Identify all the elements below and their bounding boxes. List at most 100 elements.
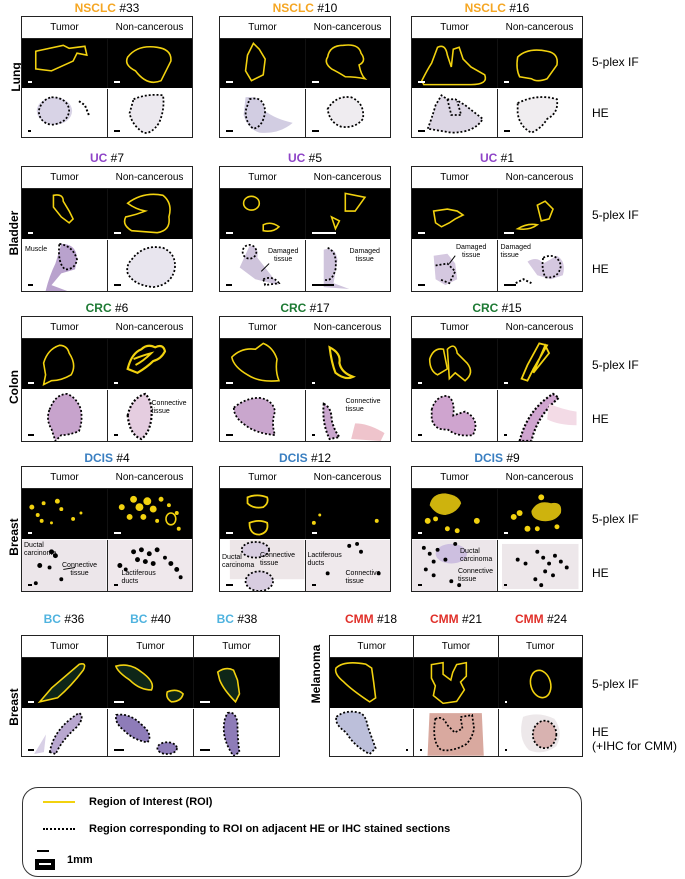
cancer-abbr: CMM — [514, 612, 544, 626]
if-image-tumor — [22, 39, 107, 88]
if-image-non-cancerous — [106, 39, 193, 88]
scale-bar-icon — [311, 81, 319, 83]
he-image-non-cancerous: Lactiferous ducts — [106, 540, 193, 591]
dotted-line-icon — [43, 828, 75, 831]
column-label-tumor: Tumor — [50, 641, 79, 652]
annotation-connective-tissue: Connective tissue — [151, 400, 187, 415]
panel-title-bc-40: BC #40 — [107, 612, 194, 626]
scale-bar-icon — [311, 584, 316, 586]
case-id: #21 — [461, 612, 483, 626]
cancer-abbr: CMM — [344, 612, 374, 626]
if-image-row — [22, 489, 192, 539]
panel-title-cmm-18: CMM #18 — [329, 612, 413, 626]
scale-bar-icon — [35, 848, 55, 872]
if-image-non-cancerous — [304, 489, 391, 539]
column-label-non-cancerous: Non-cancerous — [313, 22, 382, 33]
if-image-non-cancerous — [496, 189, 583, 239]
if-image-non-cancerous — [304, 39, 391, 88]
if-image-non-cancerous — [496, 489, 583, 539]
scale-bar-icon — [311, 130, 319, 132]
yellow-line-icon — [43, 801, 75, 804]
legend-label-roi: Region of Interest (ROI) — [89, 796, 213, 808]
if-image-row — [412, 339, 582, 389]
if-image-tumor — [220, 189, 305, 239]
case-id: #40 — [150, 612, 171, 626]
annotation-damaged-tissue: Damaged tissue — [349, 248, 380, 263]
he-image-row: Connective tissue — [22, 390, 192, 441]
panel-title-cmm-24: CMM #24 — [499, 612, 583, 626]
column-label-non-cancerous: Non-cancerous — [313, 172, 382, 183]
panel-header: Tumor Tumor Tumor — [22, 636, 279, 658]
he-image-tumor — [22, 89, 107, 137]
he-image-bc-36 — [22, 709, 107, 756]
he-image-tumor — [412, 390, 497, 441]
scale-bar-icon — [28, 434, 34, 436]
cancer-abbr: DCIS — [278, 451, 308, 465]
column-label-non-cancerous: Non-cancerous — [115, 322, 184, 333]
panel-title-uc-5: UC #5 — [219, 151, 391, 165]
he-image-non-cancerous — [106, 240, 193, 291]
annotation-ductal-carcinoma: Ductal carcinoma — [460, 548, 493, 563]
cancer-abbr: CRC — [85, 301, 112, 315]
case-id: #10 — [317, 1, 338, 15]
scale-bar-icon — [28, 284, 33, 286]
he-image-non-cancerous — [496, 540, 583, 591]
cancer-abbr: NSCLC — [272, 1, 314, 15]
if-image-bc-38 — [193, 658, 279, 708]
legend-item-scale: 1mm — [35, 848, 93, 872]
column-label-tumor: Tumor — [248, 322, 277, 333]
column-label-non-cancerous: Non-cancerous — [505, 172, 574, 183]
he-image-non-cancerous: Damaged tissue — [304, 240, 391, 291]
column-label-tumor: Tumor — [413, 636, 497, 657]
case-id: #6 — [114, 301, 129, 315]
image-panel-cmm: Tumor Tumor Tumor — [329, 635, 583, 757]
if-image-bc-40 — [107, 658, 193, 708]
panel-header: Tumor Tumor Tumor — [330, 636, 582, 658]
column-label-non-cancerous: Non-cancerous — [505, 472, 574, 483]
row-label-if: 5-plex IF — [592, 677, 639, 691]
scale-bar-icon — [503, 584, 507, 586]
he-image-non-cancerous — [496, 390, 583, 441]
scale-bar-icon — [28, 532, 32, 534]
scale-bar-icon — [28, 382, 34, 384]
panel-title-nsclc-33: NSCLC #33 — [21, 1, 193, 15]
if-image-tumor — [412, 189, 497, 239]
if-image-non-cancerous — [304, 189, 391, 239]
column-label-non-cancerous: Non-cancerous — [115, 172, 184, 183]
he-image-row: Ductal carcinoma Connective tissue Lacti… — [220, 540, 390, 591]
if-image-cmm-24 — [497, 658, 582, 708]
annotation-damaged-tissue: Damaged tissue — [268, 248, 299, 263]
column-label-tumor: Tumor — [497, 636, 582, 657]
organ-label-breast: Breast — [7, 518, 21, 556]
if-image-non-cancerous — [304, 339, 391, 389]
row-label-if: 5-plex IF — [592, 512, 639, 526]
if-image-row — [220, 189, 390, 239]
scale-bar-icon — [311, 434, 315, 436]
scale-bar-icon — [418, 434, 422, 436]
panel-title-crc-15: CRC #15 — [411, 301, 583, 315]
cancer-abbr: UC — [89, 151, 108, 165]
column-label-tumor: Tumor — [50, 22, 79, 33]
case-id: #7 — [110, 151, 125, 165]
scale-bar-icon — [28, 130, 31, 132]
he-image-bc-40 — [107, 709, 193, 756]
annotation-connective-tissue: Connective tissue — [345, 570, 381, 585]
he-image-cmm-18 — [330, 709, 413, 756]
row-label-he: HE — [592, 106, 609, 120]
he-image-non-cancerous — [106, 89, 193, 137]
scale-bar-icon — [113, 434, 118, 436]
cancer-abbr: UC — [287, 151, 306, 165]
row-label-he: HE — [592, 262, 609, 276]
he-image-tumor: Muscle — [22, 240, 107, 291]
